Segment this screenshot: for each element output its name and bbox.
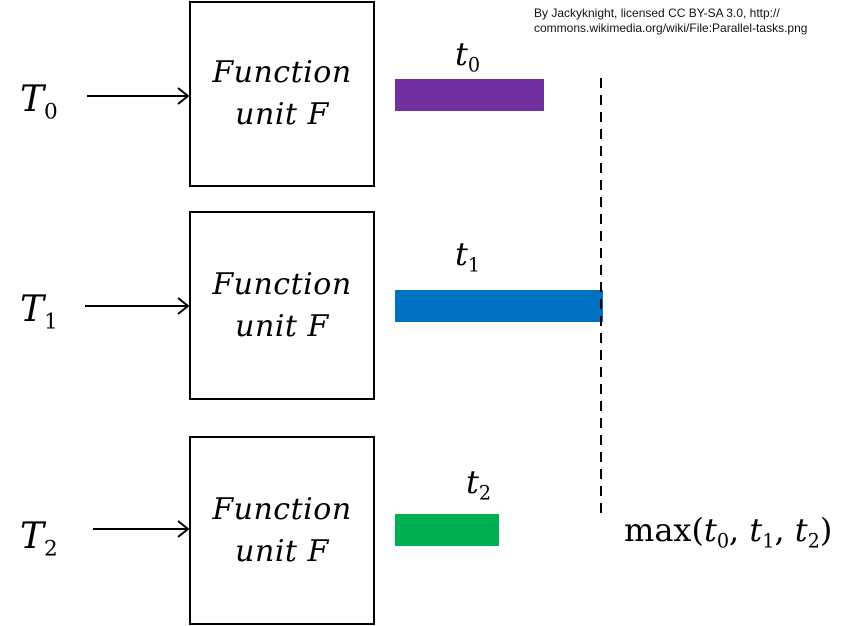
time-sub: 2: [478, 481, 492, 505]
max-arg-0-var: t: [703, 511, 717, 549]
input-arrow-2: [93, 520, 190, 538]
max-arg-2-sub: 2: [807, 529, 820, 553]
task-sub: 0: [44, 99, 58, 125]
time-bar-0: [395, 79, 544, 111]
attribution-line-1: By Jackyknight, licensed CC BY-SA 3.0, h…: [534, 6, 780, 20]
attribution-text: By Jackyknight, licensed CC BY-SA 3.0, h…: [534, 6, 807, 36]
function-unit-box-0: Function unit F: [189, 1, 375, 187]
unit-line-1: Function: [212, 266, 352, 302]
unit-line-1: Function: [212, 491, 352, 527]
attribution-line-2: commons.wikimedia.org/wiki/File:Parallel…: [534, 21, 808, 35]
time-bar-2: [395, 514, 499, 546]
time-var: t: [466, 463, 479, 501]
unit-line-2: unit F: [235, 97, 329, 132]
time-sub: 1: [467, 253, 481, 277]
input-arrow-0: [87, 87, 190, 105]
max-arg-2-var: t: [794, 511, 808, 549]
max-arg-1-var: t: [749, 511, 763, 549]
max-sep-1: ,: [774, 511, 795, 549]
function-unit-box-2: Function unit F: [189, 436, 375, 625]
max-func: max(: [624, 511, 704, 549]
max-expression: max(t0, t1, t2): [624, 508, 832, 552]
time-label-t2: t2: [466, 463, 491, 503]
task-var: T: [20, 79, 45, 120]
function-unit-box-1: Function unit F: [189, 211, 375, 400]
time-label-t0: t0: [455, 35, 480, 75]
task-var: T: [20, 289, 45, 330]
time-label-t1: t1: [455, 235, 480, 275]
time-var: t: [455, 35, 468, 73]
time-sub: 0: [467, 53, 481, 77]
task-var: T: [20, 516, 45, 557]
unit-line-2: unit F: [235, 308, 329, 344]
task-label-t1: T1: [20, 289, 58, 333]
time-bar-1: [395, 290, 603, 322]
unit-line-2: unit F: [235, 533, 329, 569]
task-sub: 2: [44, 536, 58, 562]
task-label-t0: T0: [20, 79, 58, 123]
max-close: ): [819, 511, 833, 549]
time-var: t: [455, 235, 468, 273]
task-sub: 1: [44, 309, 58, 335]
max-arg-1-sub: 1: [762, 529, 775, 553]
input-arrow-1: [85, 297, 190, 315]
task-label-t2: T2: [20, 516, 58, 560]
max-arg-0-sub: 0: [716, 529, 730, 553]
unit-line-1: Function: [212, 55, 352, 90]
max-sep-0: ,: [729, 511, 750, 549]
